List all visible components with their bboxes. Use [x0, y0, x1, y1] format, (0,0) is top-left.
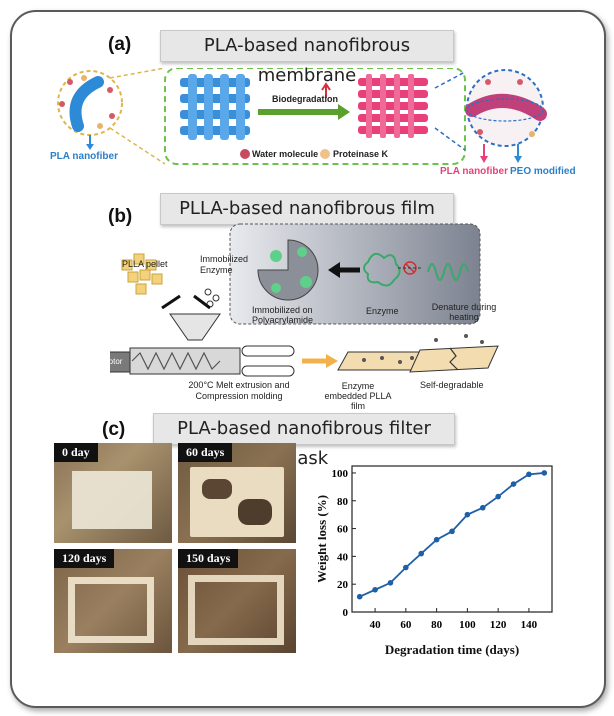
panel-a-diagram [57, 68, 547, 165]
pink-mesh [358, 74, 428, 138]
data-point [541, 470, 548, 476]
x-axis-label: Degradation time (days) [385, 642, 519, 657]
enzyme-icon [363, 252, 401, 287]
enzyme-embedded-label: Enzyme embedded PLLA film [324, 381, 392, 411]
panel-b-title: PLLA-based nanofibrous film [160, 193, 454, 225]
panel-c-title: PLA-based nanofibrous filter mask [153, 413, 455, 469]
x-tick-label: 80 [431, 619, 443, 631]
degraded-film [409, 345, 499, 373]
photo-150-days-tag: 150 days [178, 549, 239, 568]
motor-label: Motor [102, 357, 123, 366]
x-tick-label: 140 [521, 619, 538, 631]
hopper-icon [169, 313, 221, 341]
plla-pellet-label: PLLA pellet [122, 259, 168, 269]
data-point [418, 550, 425, 557]
extruder-barrel [129, 347, 241, 375]
data-point [479, 504, 486, 511]
panel-a-title: PLA-based nanofibrous membrane [160, 30, 454, 86]
photo-150-days: 150 days [178, 549, 296, 653]
plot-frame [351, 465, 553, 613]
panel-b-diagram [110, 223, 499, 377]
y-tick-label: 60 [337, 524, 349, 536]
immobilized-on-label: Immobilized on Polyacrylamide [252, 305, 314, 325]
y-tick-label: 0 [343, 607, 349, 619]
photo-60-days: 60 days [178, 443, 296, 543]
pla-fiber-icon [69, 76, 104, 132]
immobilized-enzyme-label: Immobilized Enzyme [200, 254, 249, 275]
data-point [495, 493, 501, 500]
panel-a-label: (a) [108, 34, 132, 55]
x-tick-label: 60 [400, 619, 412, 631]
panel-c-label: (c) [102, 419, 126, 440]
y-tick-label: 100 [332, 468, 349, 480]
photo-120-days-tag: 120 days [54, 549, 115, 568]
biodegradation-arrow [338, 104, 350, 120]
plla-pellets [121, 253, 163, 295]
peo-modified-label: PEO modified [510, 166, 576, 177]
x-tick-label: 120 [490, 619, 507, 631]
data-point [356, 593, 363, 600]
peo-fiber-icon [465, 93, 547, 121]
x-tick-label: 100 [459, 619, 476, 631]
data-point [372, 586, 378, 593]
x-tick-label: 40 [370, 619, 382, 631]
self-degradable-label: Self-degradable [420, 380, 484, 390]
melt-extrusion-label: 200°C Melt extrusion and Compression mol… [188, 380, 290, 401]
y-tick-label: 20 [337, 579, 349, 591]
denatured-enzyme-icon [427, 263, 469, 281]
photo-120-days: 120 days [54, 549, 172, 653]
data-point [387, 580, 394, 586]
photo-0-day: 0 day [54, 443, 172, 543]
data-point [510, 481, 517, 487]
y-axis-label: Weight loss (%) [318, 495, 329, 583]
denature-label: Denature during heating [431, 302, 497, 322]
membrane-box [164, 68, 466, 165]
photo-60-days-tag: 60 days [178, 443, 233, 462]
panel-b-label: (b) [108, 206, 133, 227]
blue-mesh [180, 74, 250, 140]
water-molecule-label: Water molecule [252, 149, 319, 159]
biodegradation-label: Biodegradation [272, 94, 339, 104]
y-tick-label: 40 [337, 551, 349, 563]
proteinase-k-label: Proteinase K [333, 149, 389, 159]
data-point [433, 536, 440, 543]
data-point [449, 528, 455, 535]
data-point [464, 511, 471, 518]
weight-loss-chart: 0 20 40 60 80 100 40 60 80 100 120 140 Degradation… [318, 465, 553, 657]
enzyme-label: Enzyme [366, 306, 399, 316]
y-tick-label: 80 [337, 496, 349, 508]
pla-nanofiber-right-label: PLA nanofiber [440, 166, 508, 177]
photo-0-day-tag: 0 day [54, 443, 98, 462]
pla-nanofiber-left-label: PLA nanofiber [50, 151, 118, 162]
data-point [526, 471, 532, 478]
data-point [403, 564, 409, 571]
